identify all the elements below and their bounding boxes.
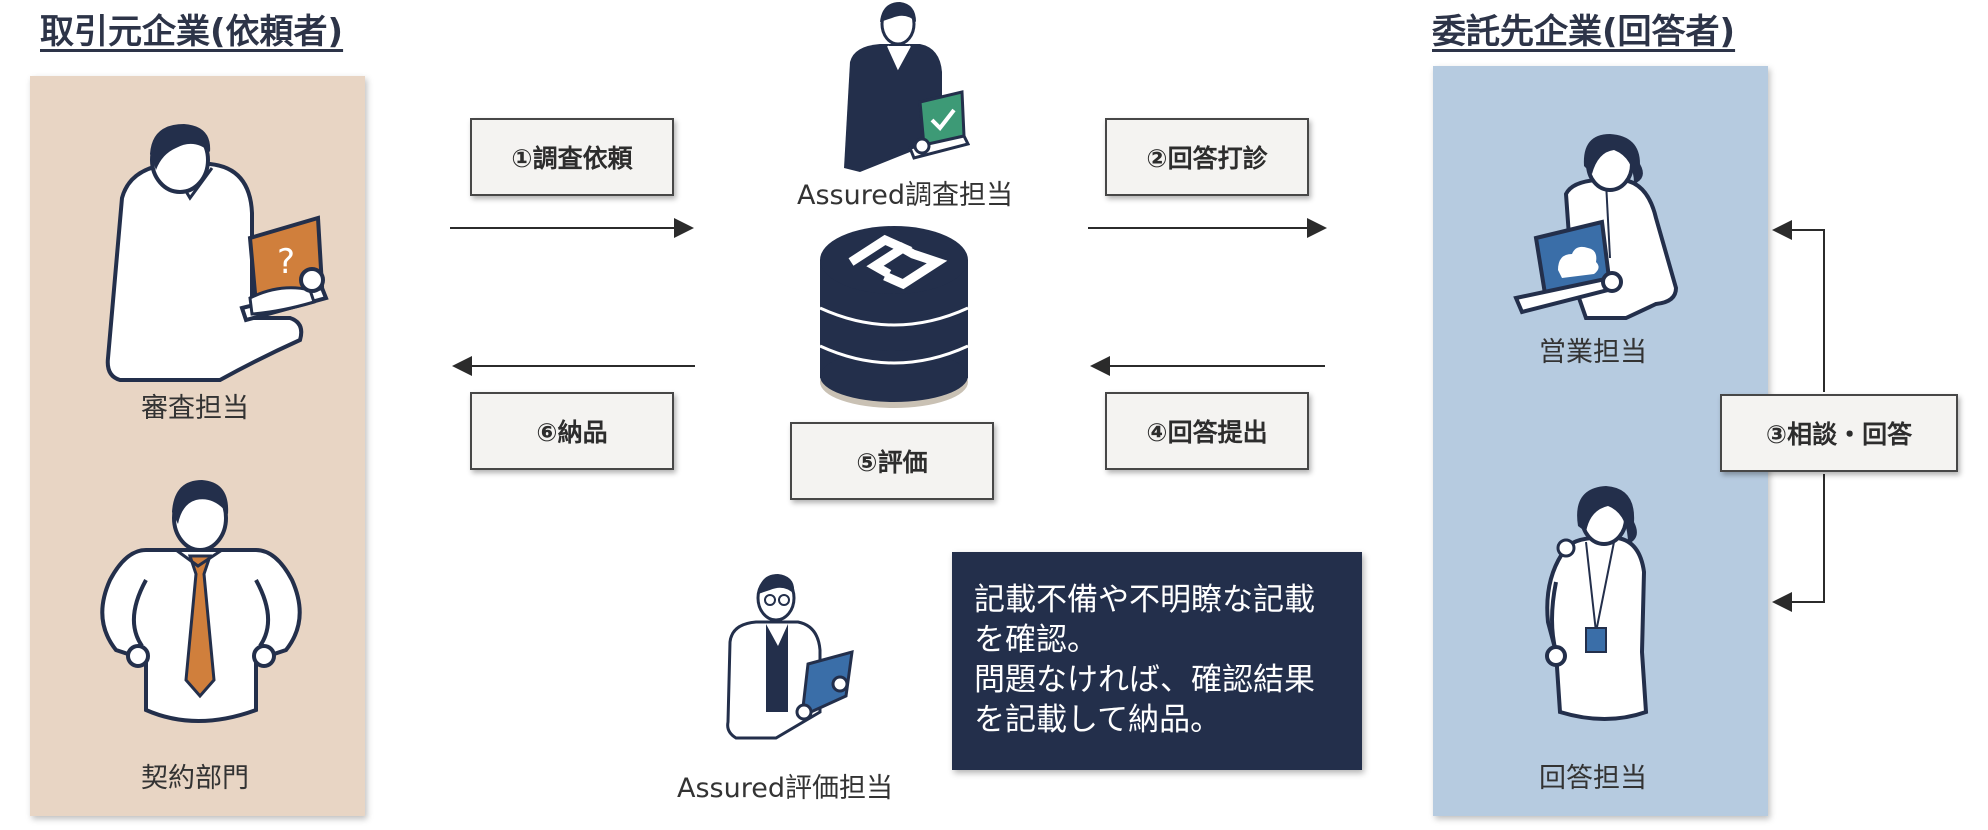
person-laptop-cloud-icon (1513, 134, 1679, 320)
reviewer-label: 審査担当 (141, 393, 249, 424)
assured-investigator-label: Assured調査担当 (797, 180, 1013, 211)
evaluation-note: 記載不備や不明瞭な記載 を確認。 問題なければ、確認結果 を記載して納品。 (952, 552, 1362, 770)
note-line-2: を確認。 (974, 622, 1098, 658)
person-laptop-check-icon (844, 2, 970, 172)
step-3-consult: ③相談・回答 (1720, 394, 1958, 472)
sales-label: 営業担当 (1539, 337, 1647, 368)
step-6-deliver: ⑥納品 (470, 392, 674, 470)
note-line-1: 記載不備や不明瞭な記載 (974, 582, 1315, 618)
step-4-submit: ④回答提出 (1105, 392, 1309, 470)
arrow-answer (1772, 474, 1825, 612)
client-heading: 取引元企業(依頼者) (40, 12, 344, 52)
note-line-3: 問題なければ、確認結果 (974, 662, 1315, 698)
person-laptop-question-icon: ? (105, 124, 329, 382)
person-clipboard-icon (726, 574, 854, 740)
step-5-evaluate: ⑤評価 (790, 422, 994, 500)
note-line-4: を記載して納品。 (974, 702, 1222, 738)
database-logo-icon (819, 226, 969, 408)
person-id-badge-icon (1545, 486, 1649, 721)
step-1-request: ①調査依頼 (470, 118, 674, 196)
responder-label: 回答担当 (1539, 763, 1647, 794)
person-hands-on-hips-icon (100, 480, 302, 723)
arrow-consult (1772, 220, 1825, 392)
contractor-heading: 委託先企業(回答者) (1432, 12, 1736, 52)
svg-text:?: ? (277, 242, 295, 282)
contract-dept-label: 契約部門 (141, 763, 249, 794)
assured-evaluator-label: Assured評価担当 (677, 773, 893, 804)
step-2-inquiry: ②回答打診 (1105, 118, 1309, 196)
